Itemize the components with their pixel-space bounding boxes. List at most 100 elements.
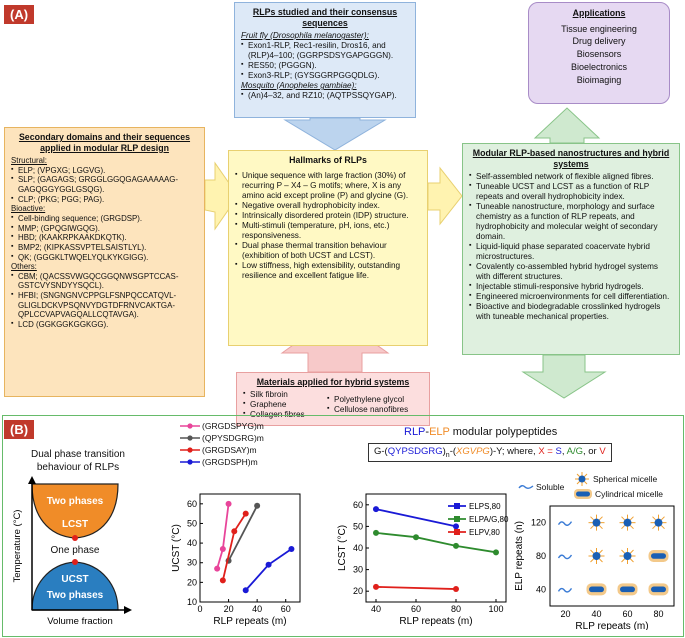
- legend-entry: (QPYSDGRG)m: [180, 432, 264, 444]
- y-tick-label: 40: [353, 543, 363, 553]
- x-tick-label: 0: [197, 604, 202, 614]
- legend-entry: (GRGDSPYG)m: [180, 420, 264, 432]
- data-point: [373, 583, 379, 590]
- list-item: HBD; (KAAKRPKAAKDKQTK).: [11, 233, 198, 243]
- application-item: Bioimaging: [576, 74, 622, 85]
- data-point: [242, 510, 249, 517]
- list-item: CBM; (QACSSVWGQCGGQNWSGPTCCAS-GSTCVYSNDY…: [11, 272, 198, 291]
- x-axis-label: RLP repeats (m): [213, 616, 286, 627]
- x-tick-label: 40: [371, 604, 381, 614]
- formula-v: V: [599, 446, 606, 457]
- y-tick-label: 20: [187, 577, 197, 587]
- soluble-icon: [518, 485, 534, 489]
- list-item: SLP; (GAGAGS; GRGGLGGQGAGAAAAAG-GAGQGGYG…: [11, 175, 198, 194]
- series-line: [375, 585, 457, 590]
- formula-p2: ): [442, 446, 446, 457]
- applications-title: Applications: [572, 8, 626, 18]
- legend-cylindrical-label: Cylindrical micelle: [595, 489, 664, 499]
- title-rlp: RLP: [404, 426, 426, 438]
- others-label: Others:: [11, 262, 37, 272]
- legend-soluble: Soluble: [518, 482, 564, 492]
- title-rest: modular polypeptides: [449, 426, 558, 438]
- cylindrical-micelle-core: [651, 553, 666, 559]
- hallmarks-list: Unique sequence with large fraction (30%…: [235, 171, 421, 281]
- soluble-marker: [557, 587, 573, 593]
- panel-b-tag: (B): [4, 420, 35, 439]
- formula-elp: XGVPG: [456, 446, 490, 457]
- data-point: [453, 586, 459, 593]
- list-item: BMP2; (KIPKASSVPTELSAISTLYL).: [11, 243, 198, 253]
- spherical-micelle-core: [654, 518, 663, 527]
- x-tick-label: 40: [591, 609, 601, 619]
- arrow-right-to-modular: [427, 166, 463, 226]
- y-tick-label: 60: [353, 500, 363, 510]
- y-axis-arrow: [28, 476, 36, 484]
- list-item: Self-assembled network of flexible align…: [469, 172, 673, 182]
- y-axis-label: Temperature (°C): [12, 510, 23, 583]
- spherical-micelle-core: [623, 518, 632, 527]
- legend-label: ELPA/G,80: [469, 515, 509, 524]
- legend-label: ELPS,80: [469, 502, 501, 511]
- data-point: [493, 549, 499, 556]
- formula-p5: -Y; where,: [493, 446, 539, 457]
- lower-two-phase-region: [31, 561, 119, 611]
- y-tick-label: 20: [353, 586, 363, 596]
- materials-box: Materials applied for hybrid systems Sil…: [236, 372, 430, 426]
- series-line: [375, 508, 457, 528]
- x-tick-label: 40: [252, 604, 262, 614]
- x-tick-label: 20: [560, 609, 570, 619]
- list-item: RES50; (PGGGN).: [241, 61, 409, 71]
- cylindrical-micelle-core: [620, 586, 635, 593]
- formula-eq: =: [544, 446, 556, 457]
- materials-title: Materials applied for hybrid systems: [256, 377, 410, 387]
- list-item: Multi-stimuli (temperature, pH, ions, et…: [235, 221, 421, 241]
- y-axis-label: ELP repeats (n): [514, 521, 525, 591]
- list-item: Silk fibroin: [243, 390, 321, 400]
- data-point: [413, 534, 419, 541]
- list-item: Cell-binding sequence; (GRGDSP).: [11, 214, 198, 224]
- legend-label: ELPV,80: [469, 528, 500, 537]
- bioactive-list: Cell-binding sequence; (GRGDSP). MMP; (G…: [11, 214, 198, 262]
- data-point: [231, 528, 238, 535]
- list-item: Unique sequence with large fraction (30%…: [235, 171, 421, 201]
- y-tick-label: 40: [187, 538, 197, 548]
- hallmarks-box: Hallmarks of RLPs Unique sequence with l…: [228, 150, 428, 346]
- list-item: Graphene: [243, 400, 321, 410]
- data-point: [214, 565, 221, 572]
- list-item: Bioactive and biodegradable crosslinked …: [469, 302, 673, 322]
- secondary-domains-title: Secondary domains and their sequences ap…: [18, 132, 191, 153]
- mosquito-list: (An)4–32, and RZ10; (AQTPSSQYGAP).: [241, 91, 409, 101]
- y-tick-label: 120: [531, 518, 546, 528]
- rlps-studied-box: RLPs studied and their consensus sequenc…: [234, 2, 416, 118]
- ucst-label: UCST: [61, 574, 88, 585]
- spherical-micelle-core: [623, 552, 632, 560]
- list-item: Polyethylene glycol: [327, 395, 408, 405]
- formula-box: G-(QYPSDGRG)n-(XGVPG)-Y; where, X = S, A…: [368, 443, 612, 462]
- formula-p4: ): [489, 446, 493, 457]
- y-axis-label: UCST (°C): [171, 524, 182, 572]
- phase-diagram-title: Dual phase transition behaviour of RLPs: [31, 449, 125, 473]
- plot-frame: [549, 505, 675, 607]
- x-tick-label: 80: [451, 604, 461, 614]
- application-item: Tissue engineering: [561, 23, 637, 34]
- formula-c2: , or: [582, 446, 600, 457]
- panel-a-tag: (A): [4, 5, 35, 24]
- data-point: [453, 523, 459, 530]
- spherical-micelle-core: [592, 552, 601, 560]
- series-line: [245, 548, 292, 591]
- fruitfly-label: Fruit fly (Drosophila melanogaster):: [241, 31, 369, 41]
- x-tick-label: 20: [224, 604, 234, 614]
- y-tick-label: 50: [187, 518, 197, 528]
- materials-list-2: Polyethylene glycol Cellulose nanofibres: [327, 390, 408, 420]
- x-axis-label: Volume fraction: [47, 616, 112, 626]
- plot-frame: [199, 493, 301, 603]
- fruitfly-list: Exon1-RLP, Rec1-resilin, Dros16, and (RL…: [241, 41, 409, 81]
- formula-s: S: [555, 446, 562, 457]
- legend-entry: (GRGDSPH)m: [180, 456, 264, 468]
- data-point: [219, 545, 226, 552]
- list-item: Tuneable UCST and LCST as a function of …: [469, 182, 673, 202]
- secondary-domains-box: Secondary domains and their sequences ap…: [4, 127, 205, 397]
- others-list: CBM; (QACSSVWGQCGGQNWSGPTCCAS-GSTCVYSNDY…: [11, 272, 198, 330]
